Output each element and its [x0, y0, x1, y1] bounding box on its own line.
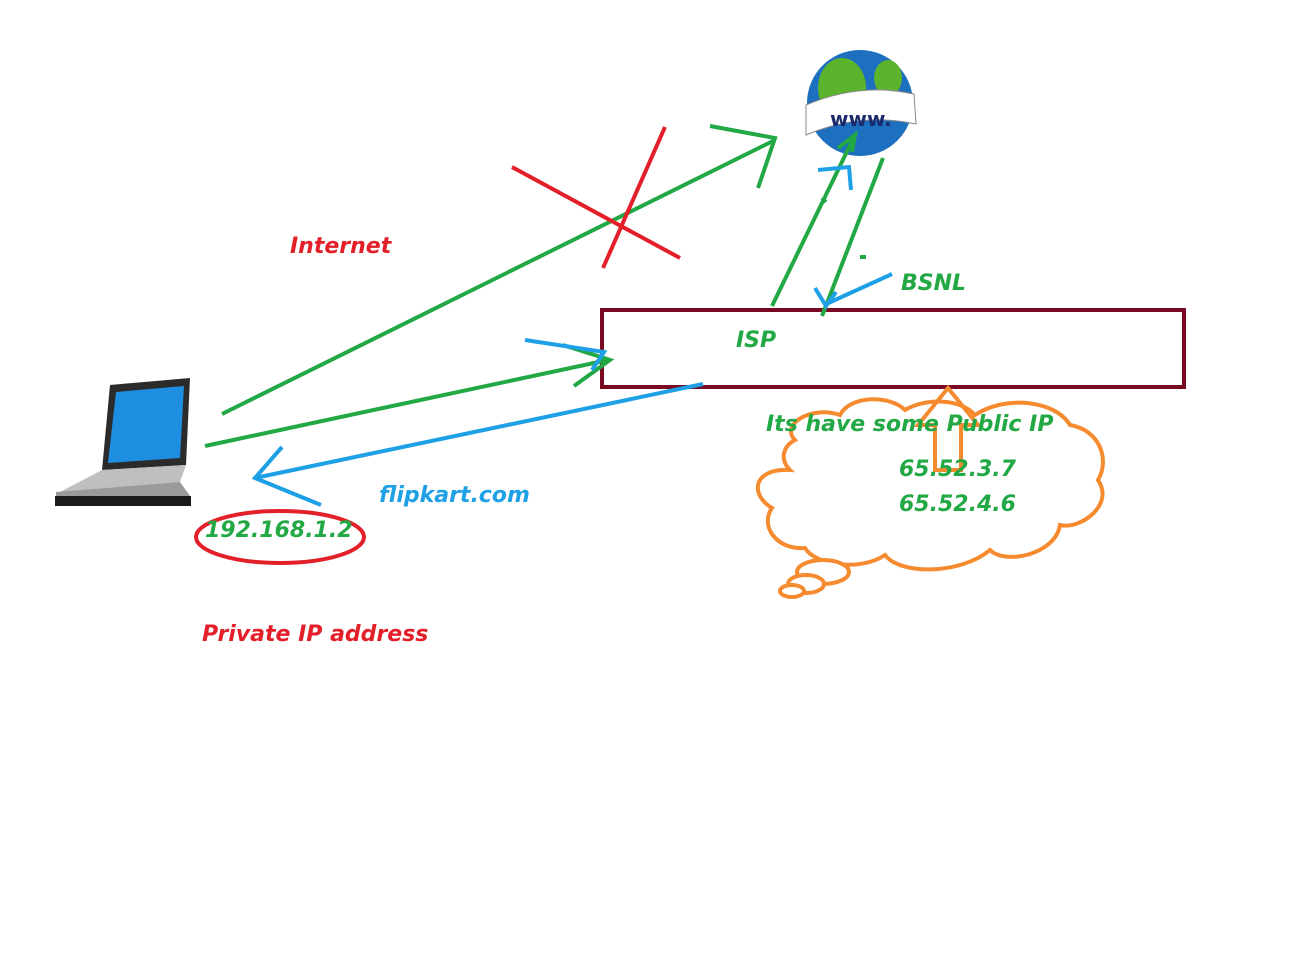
- public-ip-2: 65.52.4.6: [899, 492, 1016, 517]
- website-label: flipkart.com: [379, 483, 530, 508]
- blue-arrows: [251, 164, 893, 507]
- red-cross-icon: [511, 126, 681, 269]
- public-ip-note: Its have some Public IP: [766, 412, 1054, 437]
- private-ip-label: 192.168.1.2: [205, 518, 353, 543]
- up-arrow-icon: [913, 384, 983, 472]
- green-arrows: [204, 124, 885, 448]
- bsnl-label: BSNL: [901, 271, 967, 296]
- isp-box: [600, 308, 1186, 389]
- private-ip-circle: [194, 509, 366, 565]
- thought-cloud: [755, 397, 1105, 599]
- internet-label: Internet: [290, 234, 392, 259]
- isp-label: ISP: [736, 328, 777, 353]
- laptop-icon: [55, 378, 191, 506]
- private-ip-caption: Private IP address: [202, 622, 429, 647]
- www-globe-icon: www.: [805, 50, 917, 156]
- public-ip-1: 65.52.3.7: [899, 457, 1016, 482]
- globe-text: www.: [830, 107, 892, 131]
